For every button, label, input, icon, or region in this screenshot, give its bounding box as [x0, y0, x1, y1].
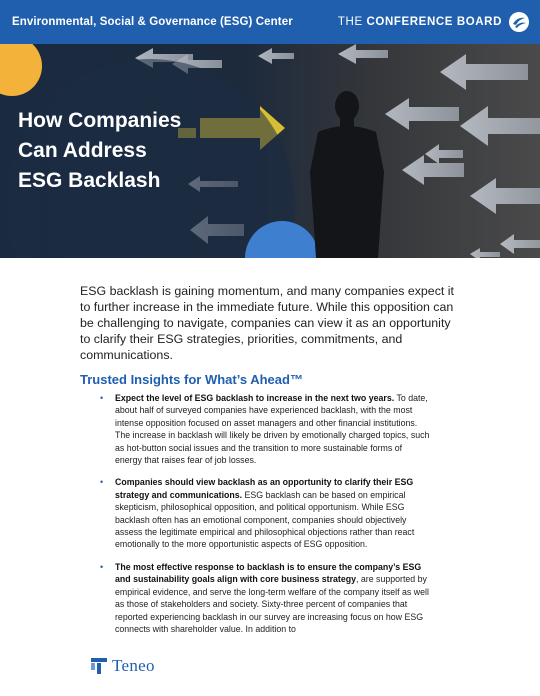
- brand-prefix: THE: [337, 16, 367, 28]
- bullet-text: To date, about half of surveyed companie…: [115, 393, 430, 466]
- list-item: • The most effective response to backlas…: [100, 561, 430, 635]
- conference-board-logo-icon: [509, 12, 529, 32]
- section-heading: Trusted Insights for What’s Ahead™: [80, 372, 303, 387]
- bullet-bold: The most effective response to backlash …: [115, 561, 422, 585]
- teneo-logo[interactable]: Teneo: [90, 656, 155, 676]
- bullet-icon: •: [100, 477, 104, 488]
- hero-title-line: Can Address: [18, 139, 147, 162]
- bullet-text: , are supported by empirical evidence, a…: [115, 574, 429, 634]
- bullet-bold: Expect the level of ESG backlash to incr…: [115, 393, 395, 403]
- hero-title-line: How Companies: [18, 109, 182, 132]
- header-bar: Environmental, Social & Governance (ESG)…: [0, 0, 540, 44]
- list-item: • Companies should view backlash as an o…: [100, 476, 430, 550]
- list-item: • Expect the level of ESG backlash to in…: [100, 392, 430, 466]
- brand-text: THE CONFERENCE BOARD: [338, 16, 502, 28]
- bullet-icon: •: [100, 393, 104, 403]
- teneo-name: Teneo: [112, 656, 155, 675]
- hero-title-line: ESG Backlash: [18, 169, 161, 192]
- header-title: Environmental, Social & Governance (ESG)…: [12, 16, 293, 28]
- intro-paragraph: ESG backlash is gaining momentum, and ma…: [80, 284, 454, 362]
- orange-circle: [0, 44, 42, 96]
- hero-illustration: [0, 44, 540, 258]
- bullet-text: ESG backlash can be based on empirical s…: [115, 489, 415, 550]
- bullet-icon: •: [100, 561, 104, 572]
- blue-circle: [245, 221, 319, 258]
- insights-list: • Expect the level of ESG backlash to in…: [100, 392, 430, 645]
- teneo-logo-icon: [91, 658, 107, 674]
- person-silhouette: [310, 91, 384, 258]
- bullet-bold: Companies should view backlash as an opp…: [115, 477, 414, 500]
- brand-name: CONFERENCE BOARD: [366, 16, 502, 28]
- hero-title: How Companies Can Address ESG Backlash: [18, 106, 181, 196]
- hero-banner: How Companies Can Address ESG Backlash: [0, 44, 540, 258]
- brand[interactable]: THE CONFERENCE BOARD: [338, 11, 530, 33]
